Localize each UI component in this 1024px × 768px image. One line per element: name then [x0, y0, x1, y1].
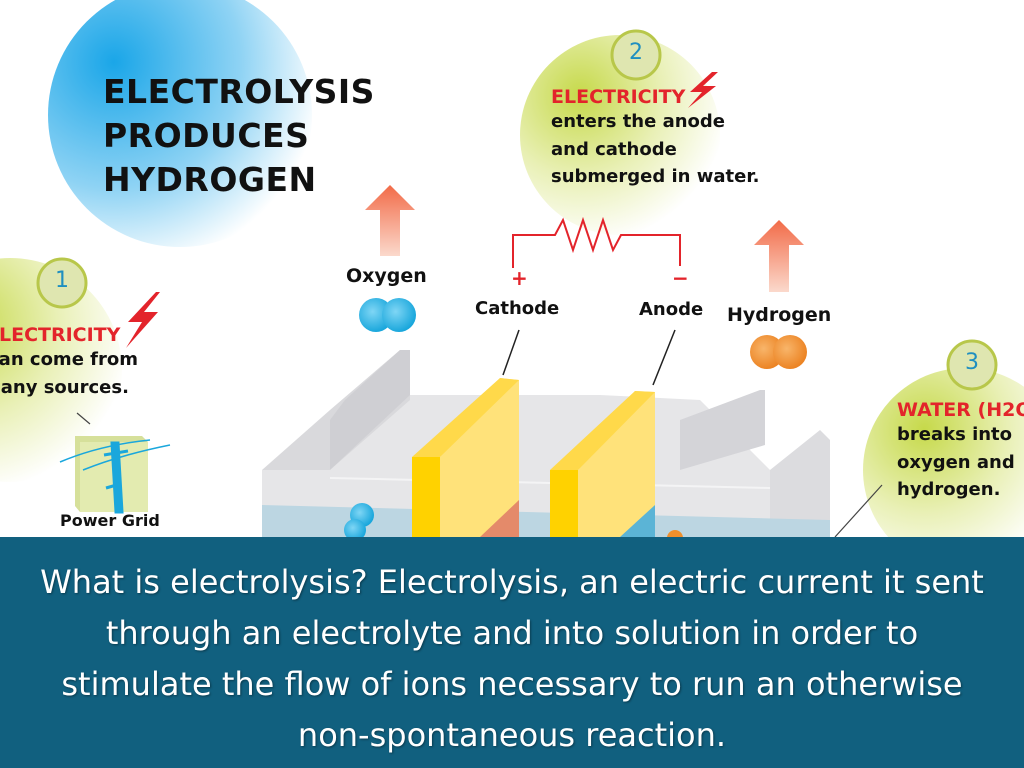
- cathode-label: Cathode: [475, 298, 560, 319]
- step3-circle: [863, 368, 1024, 572]
- step3-line: oxygen and: [897, 451, 1015, 473]
- oxygen-label: Oxygen: [346, 265, 427, 287]
- page-title: ELECTROLYSIS PRODUCES HYDROGEN: [103, 70, 375, 202]
- hydrogen-arrow: [754, 220, 804, 292]
- step2-text: ELECTRICITY enters the anode and cathode…: [551, 86, 760, 191]
- title-circle: [48, 0, 312, 247]
- step2-circle: [520, 35, 720, 235]
- step1-line: can come from: [0, 349, 138, 370]
- cathode-electrode: [412, 378, 519, 537]
- lightning-icon: [126, 292, 160, 348]
- step2-number: 2: [629, 40, 643, 65]
- caption-text: What is electrolysis? Electrolysis, an e…: [40, 563, 984, 754]
- oxygen-arrow: [365, 185, 415, 256]
- step2-heading: ELECTRICITY: [551, 86, 686, 108]
- circuit-wire: [512, 216, 681, 268]
- minus-sign: −: [672, 266, 689, 290]
- step3-heading: WATER (H2O): [897, 399, 1024, 421]
- title-line: PRODUCES: [103, 116, 310, 155]
- step3-line: breaks into: [897, 424, 1013, 445]
- step2-badge: [610, 29, 662, 81]
- step1-number: 1: [55, 268, 69, 293]
- step1-circle: [0, 258, 122, 482]
- step3-badge: [946, 339, 998, 391]
- caption-bar: What is electrolysis? Electrolysis, an e…: [0, 537, 1024, 768]
- step3-text: WATER (H2O) breaks into oxygen and hydro…: [897, 399, 1024, 504]
- power-grid-icon: [59, 436, 171, 514]
- step1-badge: [36, 257, 88, 309]
- step3-number: 3: [965, 350, 979, 375]
- title-line: HYDROGEN: [103, 160, 317, 199]
- power-grid-label: Power Grid: [60, 511, 160, 530]
- oxygen-bubble: [344, 503, 374, 541]
- hydrogen-label: Hydrogen: [727, 304, 832, 326]
- anode-electrode: [550, 391, 655, 537]
- lightning-icon: [688, 72, 718, 108]
- oxygen-molecule: [359, 298, 416, 332]
- step2-line: and cathode: [551, 138, 677, 160]
- title-line: ELECTROLYSIS: [103, 72, 375, 111]
- step3-line: hydrogen.: [897, 479, 1001, 500]
- hydrogen-molecule: [750, 335, 807, 369]
- electrolyzer-tank: [262, 350, 830, 537]
- anode-label: Anode: [639, 299, 704, 320]
- step2-line: enters the anode: [551, 111, 726, 132]
- step2-line: submerged in water.: [551, 166, 760, 187]
- step1-heading: ELECTRICITY: [0, 324, 121, 346]
- plus-sign: +: [511, 266, 528, 290]
